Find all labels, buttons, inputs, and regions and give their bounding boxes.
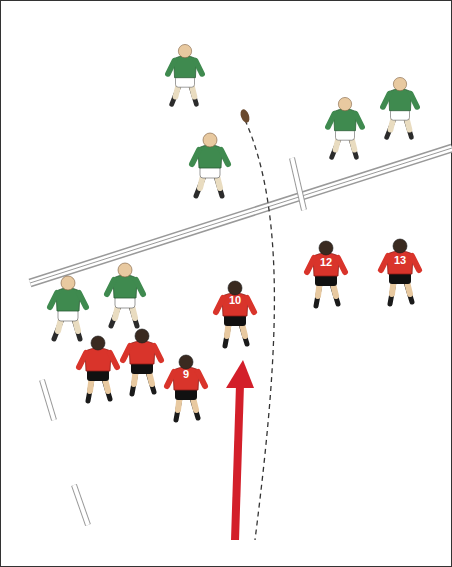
- green-player: [107, 263, 143, 326]
- jersey-number: 12: [320, 256, 332, 268]
- run-arrow: [226, 360, 254, 540]
- red-player: [307, 241, 345, 306]
- red-player: [167, 355, 205, 420]
- red-player: [216, 281, 254, 346]
- pitch-marker: [42, 158, 304, 525]
- jersey-number: 10: [229, 294, 241, 306]
- green-player: [192, 133, 228, 196]
- red-player: [79, 336, 117, 401]
- ball: [239, 108, 251, 124]
- jersey-number: 9: [183, 368, 189, 380]
- jersey-number: 13: [394, 254, 406, 266]
- green-player: [383, 77, 417, 137]
- pitch-marker-fill: [42, 158, 304, 525]
- green-player: [168, 44, 202, 104]
- green-player: [50, 276, 86, 339]
- ball-path: [245, 120, 274, 540]
- green-player: [328, 97, 362, 157]
- red-player: [123, 329, 161, 394]
- red-player: [381, 239, 419, 304]
